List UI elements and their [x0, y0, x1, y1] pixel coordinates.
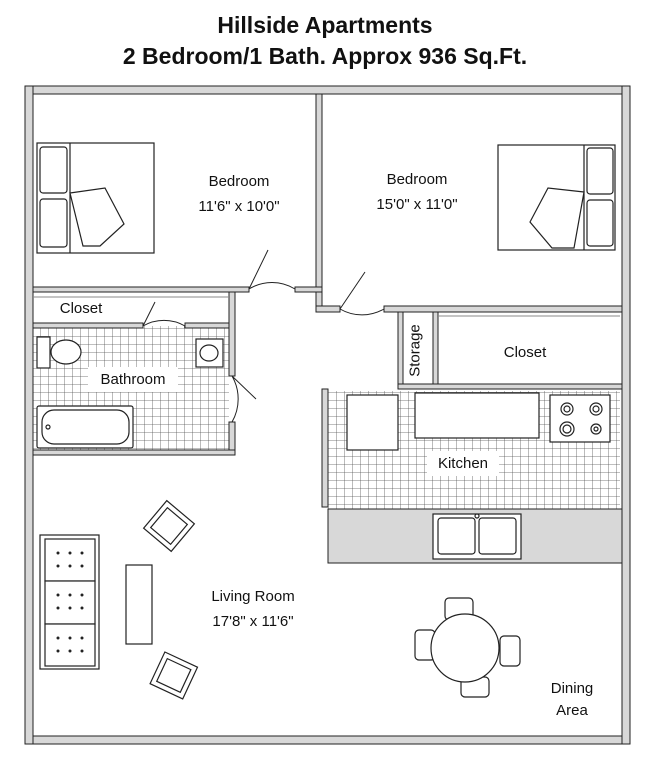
bedroom-left-label: Bedroom 11'6" x 10'0": [169, 169, 309, 219]
closet-left-label: Closet: [59, 300, 103, 317]
dining-name-line2: Area: [556, 702, 588, 719]
living-room-name: Living Room: [211, 588, 295, 605]
title-line-2: 2 Bedroom/1 Bath. Approx 936 Sq.Ft.: [122, 43, 528, 69]
armchair-top: [142, 499, 196, 553]
living-furniture: [39, 499, 199, 700]
bed-left: [36, 142, 155, 254]
door-bedroom-right: [339, 271, 385, 316]
toilet-tank: [36, 336, 51, 369]
closet-rods: [33, 296, 620, 317]
closet-right-label: Closet: [503, 344, 547, 361]
refrigerator: [346, 394, 399, 451]
bedroom-left-size: 11'6" x 10'0": [198, 198, 280, 215]
dining-area-label: Dining Area: [532, 678, 612, 722]
bathroom-label: Bathroom: [88, 367, 178, 392]
kitchen-fixtures: [346, 392, 611, 560]
coffee-table: [125, 564, 153, 645]
title-line-1: Hillside Apartments: [217, 12, 433, 38]
living-room-label: Living Room 17'8" x 11'6": [183, 584, 323, 634]
toilet-bowl: [50, 339, 82, 365]
armchair-bottom: [149, 651, 199, 700]
bedroom-right-name: Bedroom: [386, 171, 448, 188]
dining-name-line1: Dining: [550, 680, 594, 697]
storage-label: Storage: [406, 324, 424, 377]
door-closet-left: [142, 301, 186, 327]
bathroom-fixtures: [36, 336, 224, 449]
plan-title: Hillside Apartments 2 Bedroom/1 Bath. Ap…: [0, 10, 650, 72]
outer-walls: [24, 85, 631, 745]
kitchen-label: Kitchen: [427, 451, 499, 476]
living-room-size: 17'8" x 11'6": [212, 613, 294, 630]
door-bedroom-left: [248, 249, 296, 290]
dining-set: [414, 597, 521, 698]
dining-table: [430, 613, 500, 683]
bedroom-left-name: Bedroom: [208, 173, 270, 190]
bedroom-right-size: 15'0" x 11'0": [376, 196, 458, 213]
door-bathroom: [231, 375, 257, 423]
sofa-dots: [56, 551, 84, 653]
bed-right: [497, 144, 616, 251]
counter: [414, 392, 540, 439]
doors: [142, 249, 385, 423]
stove: [549, 394, 611, 443]
bedroom-right-label: Bedroom 15'0" x 11'0": [347, 167, 487, 217]
